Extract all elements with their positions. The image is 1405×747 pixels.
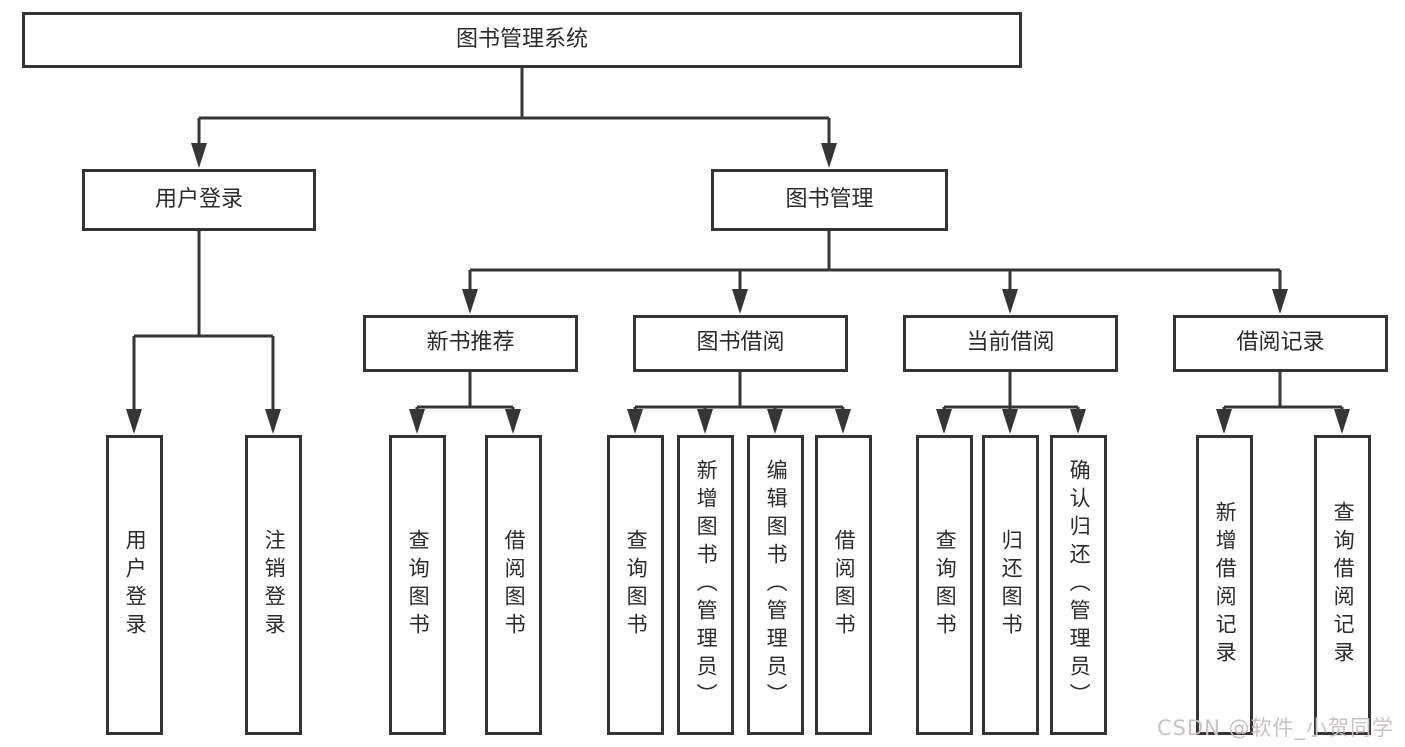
node-label: 查询图书	[933, 529, 958, 641]
node-book-borrowing: 图书借阅	[633, 315, 848, 372]
arrow-down-icon	[936, 409, 952, 434]
leaf-user-login: 用户登录	[106, 435, 163, 735]
arrow-down-icon	[505, 409, 521, 434]
leaf-logout: 注销登录	[245, 435, 302, 735]
arrow-down-icon	[265, 409, 281, 434]
node-label: 用户登录	[154, 186, 243, 212]
node-label: 图书借阅	[696, 330, 785, 356]
arrow-down-icon	[1272, 289, 1288, 314]
node-label: 图书管理	[785, 186, 874, 212]
arrow-down-icon	[697, 409, 713, 434]
node-label: 注销登录	[262, 529, 287, 641]
leaf-confirm-return-admin: 确认归还（管理员）	[1050, 435, 1107, 735]
arrow-down-icon	[627, 409, 643, 434]
node-label: 借阅图书	[502, 529, 527, 641]
arrow-down-icon	[821, 143, 837, 168]
node-label: 新书推荐	[426, 330, 515, 356]
node-current-borrowing: 当前借阅	[903, 315, 1118, 372]
arrow-down-icon	[767, 409, 783, 434]
arrow-down-icon	[1334, 409, 1350, 434]
leaf-return-books: 归还图书	[982, 435, 1039, 735]
arrow-down-icon	[1002, 409, 1018, 434]
arrow-down-icon	[1002, 289, 1018, 314]
leaf-add-borrow-record: 新增借阅记录	[1196, 435, 1253, 735]
connector-line	[468, 231, 1282, 296]
node-label: 归还图书	[999, 529, 1024, 641]
node-label: 借阅图书	[832, 529, 857, 641]
arrow-down-icon	[191, 143, 207, 168]
leaf-query-books-recommend: 查询图书	[389, 435, 446, 735]
connector-line	[197, 68, 831, 150]
node-user-login-branch: 用户登录	[82, 169, 316, 231]
arrow-down-icon	[1216, 409, 1232, 434]
node-label: 新增图书（管理员）	[694, 459, 719, 711]
node-label: 新增借阅记录	[1213, 501, 1238, 669]
arrow-down-icon	[409, 409, 425, 434]
leaf-borrow-books: 借阅图书	[815, 435, 872, 735]
leaf-query-borrow-record: 查询借阅记录	[1314, 435, 1371, 735]
arrow-down-icon	[732, 289, 748, 314]
node-label: 查询图书	[406, 529, 431, 641]
leaf-query-books-borrow: 查询图书	[607, 435, 664, 735]
arrow-down-icon	[462, 289, 478, 314]
node-label: 编辑图书（管理员）	[764, 459, 789, 711]
leaf-edit-books-admin: 编辑图书（管理员）	[747, 435, 804, 735]
connector-line	[633, 372, 845, 416]
node-label: 确认归还（管理员）	[1067, 459, 1092, 711]
leaf-add-books-admin: 新增图书（管理员）	[677, 435, 734, 735]
connector-line	[415, 372, 515, 416]
arrow-down-icon	[126, 409, 142, 434]
connector-line	[1222, 372, 1344, 416]
leaf-query-books-current: 查询图书	[916, 435, 973, 735]
connector-line	[132, 231, 275, 416]
node-book-management-branch: 图书管理	[711, 169, 948, 231]
csdn-watermark: CSDN @软件_小贺同学	[1157, 716, 1395, 740]
node-label: 借阅记录	[1236, 330, 1325, 356]
node-label: 查询图书	[624, 529, 649, 641]
node-label: 查询借阅记录	[1331, 501, 1356, 669]
arrow-down-icon	[1070, 409, 1086, 434]
leaf-borrow-books-recommend: 借阅图书	[485, 435, 542, 735]
node-library-management-system: 图书管理系统	[22, 12, 1022, 68]
arrow-down-icon	[835, 409, 851, 434]
node-label: 当前借阅	[966, 330, 1055, 356]
node-label: 用户登录	[123, 529, 148, 641]
node-label: 图书管理系统	[455, 26, 588, 52]
node-borrowing-records: 借阅记录	[1173, 315, 1388, 372]
node-new-book-recommendation: 新书推荐	[363, 315, 578, 372]
